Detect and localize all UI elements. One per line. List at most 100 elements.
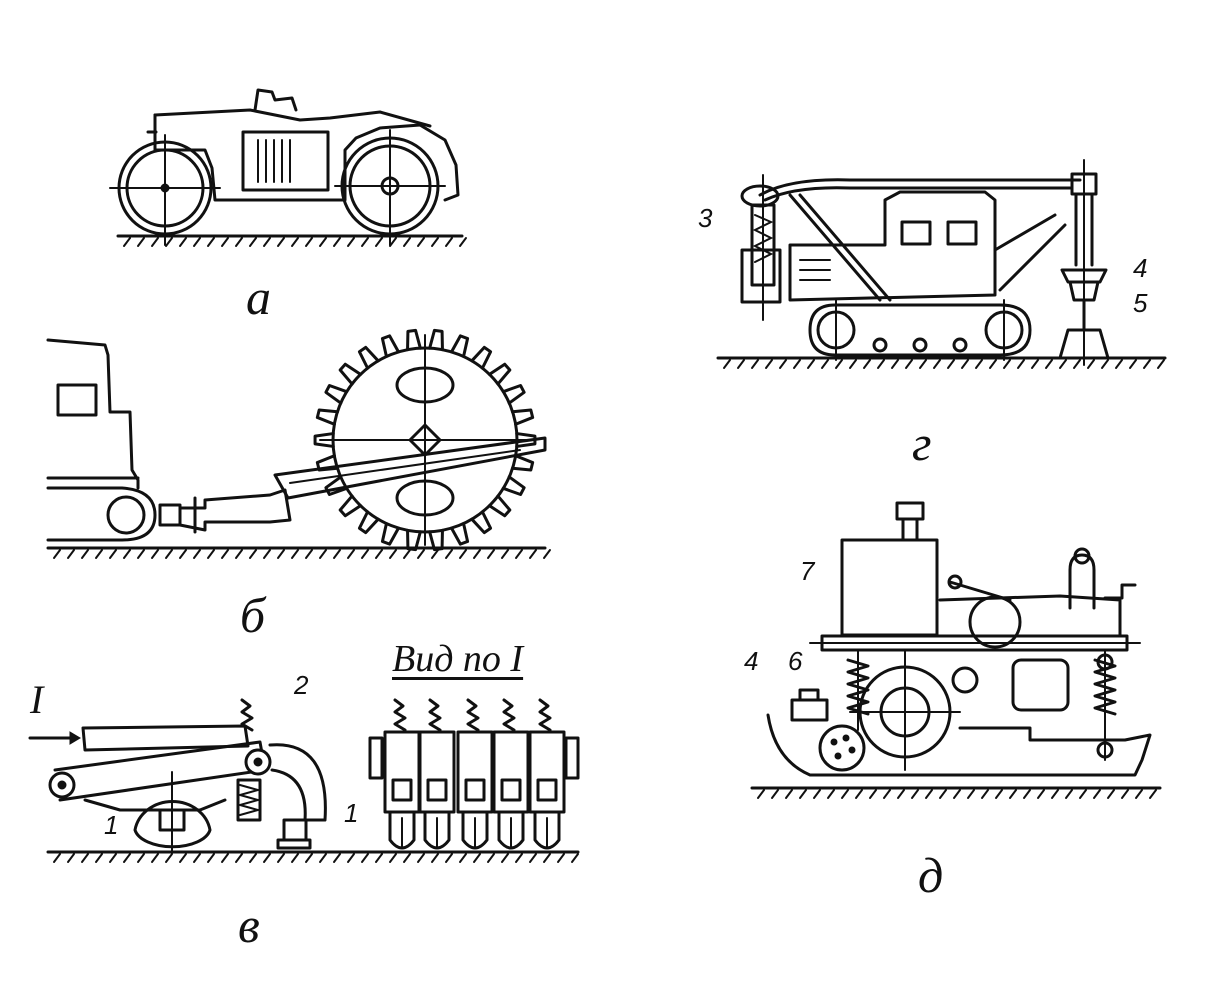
arrow-I-label: I — [30, 677, 44, 722]
ground-hatch — [235, 853, 243, 863]
ground-hatch — [793, 359, 801, 369]
callout-v-2: 2 — [294, 670, 309, 700]
vibro-plate — [492, 730, 530, 814]
ground-hatch — [53, 853, 61, 863]
sheepsfoot-tooth — [357, 345, 380, 370]
ground-hatch — [911, 789, 919, 799]
sheepsfoot-tooth — [511, 454, 535, 472]
sheepsfoot-tooth — [450, 334, 470, 358]
ground-hatch — [207, 237, 215, 247]
ground-hatch — [967, 789, 975, 799]
ground-hatch — [771, 789, 779, 799]
ground-hatch — [235, 237, 243, 247]
ground-hatch — [737, 359, 745, 369]
tractor-b — [46, 338, 157, 542]
ground-hatch — [821, 359, 829, 369]
ground-hatch — [123, 237, 131, 247]
ground-hatch — [1037, 789, 1045, 799]
ground-hatch — [1157, 359, 1165, 369]
ground-hatch — [1051, 789, 1059, 799]
ground-hatch — [1045, 359, 1053, 369]
ground-hatch — [417, 853, 425, 863]
ground-hatch — [1059, 359, 1067, 369]
boom-g — [758, 178, 1082, 302]
ground-hatch — [221, 853, 229, 863]
sheepsfoot-drum — [313, 328, 537, 552]
side-bracket-right — [564, 736, 580, 780]
ground-hatch — [137, 237, 145, 247]
ground-hatch — [723, 359, 731, 369]
ground-hatch — [179, 549, 187, 559]
rammer-left-3 — [740, 174, 782, 321]
callout-d-6: 6 — [788, 646, 803, 676]
sheepsfoot-tooth — [487, 494, 512, 518]
plate-spring — [538, 698, 552, 732]
vibro-plate — [528, 730, 566, 814]
ground-hatch — [305, 853, 313, 863]
ground-hatch — [501, 549, 509, 559]
ground-hatch — [989, 359, 997, 369]
ground-hatch — [827, 789, 835, 799]
ground-hatch — [319, 237, 327, 247]
vibrator-springs-d — [846, 649, 1117, 761]
ground-hatch — [389, 853, 397, 863]
ground-hatch — [1143, 359, 1151, 369]
ground-hatch — [305, 549, 313, 559]
ground-hatch — [841, 789, 849, 799]
ground-hatch — [1121, 789, 1129, 799]
ground-line-a — [116, 234, 467, 247]
ground-hatch — [1017, 359, 1025, 369]
sheepsfoot-tooth — [501, 475, 526, 496]
ground-hatch — [487, 549, 495, 559]
ground-hatch — [807, 359, 815, 369]
ground-hatch — [165, 853, 173, 863]
ground-hatch — [813, 789, 821, 799]
ground-hatch — [981, 789, 989, 799]
ground-hatch — [221, 237, 229, 247]
view-I-caption: Вид по I — [392, 638, 524, 680]
ground-hatch — [67, 853, 75, 863]
ground-hatch — [757, 789, 765, 799]
eccentric-drum-6 — [849, 595, 1070, 771]
ground-line-d — [750, 786, 1162, 799]
ground-hatch — [1107, 789, 1115, 799]
ground-hatch — [1023, 789, 1031, 799]
ground-hatch — [375, 853, 383, 863]
ground-hatch — [473, 549, 481, 559]
ground-hatch — [375, 549, 383, 559]
ground-hatch — [995, 789, 1003, 799]
ground-hatch — [459, 853, 467, 863]
ground-hatch — [109, 853, 117, 863]
roller-wheel-v — [133, 771, 212, 853]
panel-label-v: в — [238, 897, 260, 953]
ground-hatch — [109, 549, 117, 559]
sheepsfoot-tooth — [313, 432, 335, 448]
ground-hatch — [557, 853, 565, 863]
ground-hatch — [897, 789, 905, 799]
ground-hatch — [1079, 789, 1087, 799]
sheepsfoot-tooth — [324, 475, 349, 496]
ground-hatch — [543, 549, 551, 559]
ground-hatch — [779, 359, 787, 369]
ground-hatch — [459, 237, 467, 247]
ground-hatch — [165, 549, 173, 559]
ground-hatch — [179, 853, 187, 863]
ground-hatch — [95, 549, 103, 559]
ground-hatch — [305, 237, 313, 247]
ground-hatch — [459, 549, 467, 559]
plate-weight — [500, 778, 522, 802]
ground-hatch — [151, 853, 159, 863]
sheepsfoot-tooth — [338, 362, 363, 386]
sheepsfoot-tooth — [380, 334, 400, 358]
panel-label-b: б — [240, 587, 266, 643]
ground-hatch — [543, 853, 551, 863]
ground-hatch — [347, 853, 355, 863]
ground-hatch — [529, 549, 537, 559]
cab-g — [788, 190, 997, 302]
ground-hatch — [933, 359, 941, 369]
ground-hatch — [1115, 359, 1123, 369]
ground-hatch — [263, 853, 271, 863]
ground-hatch — [905, 359, 913, 369]
ground-hatch — [1031, 359, 1039, 369]
ground-hatch — [193, 549, 201, 559]
